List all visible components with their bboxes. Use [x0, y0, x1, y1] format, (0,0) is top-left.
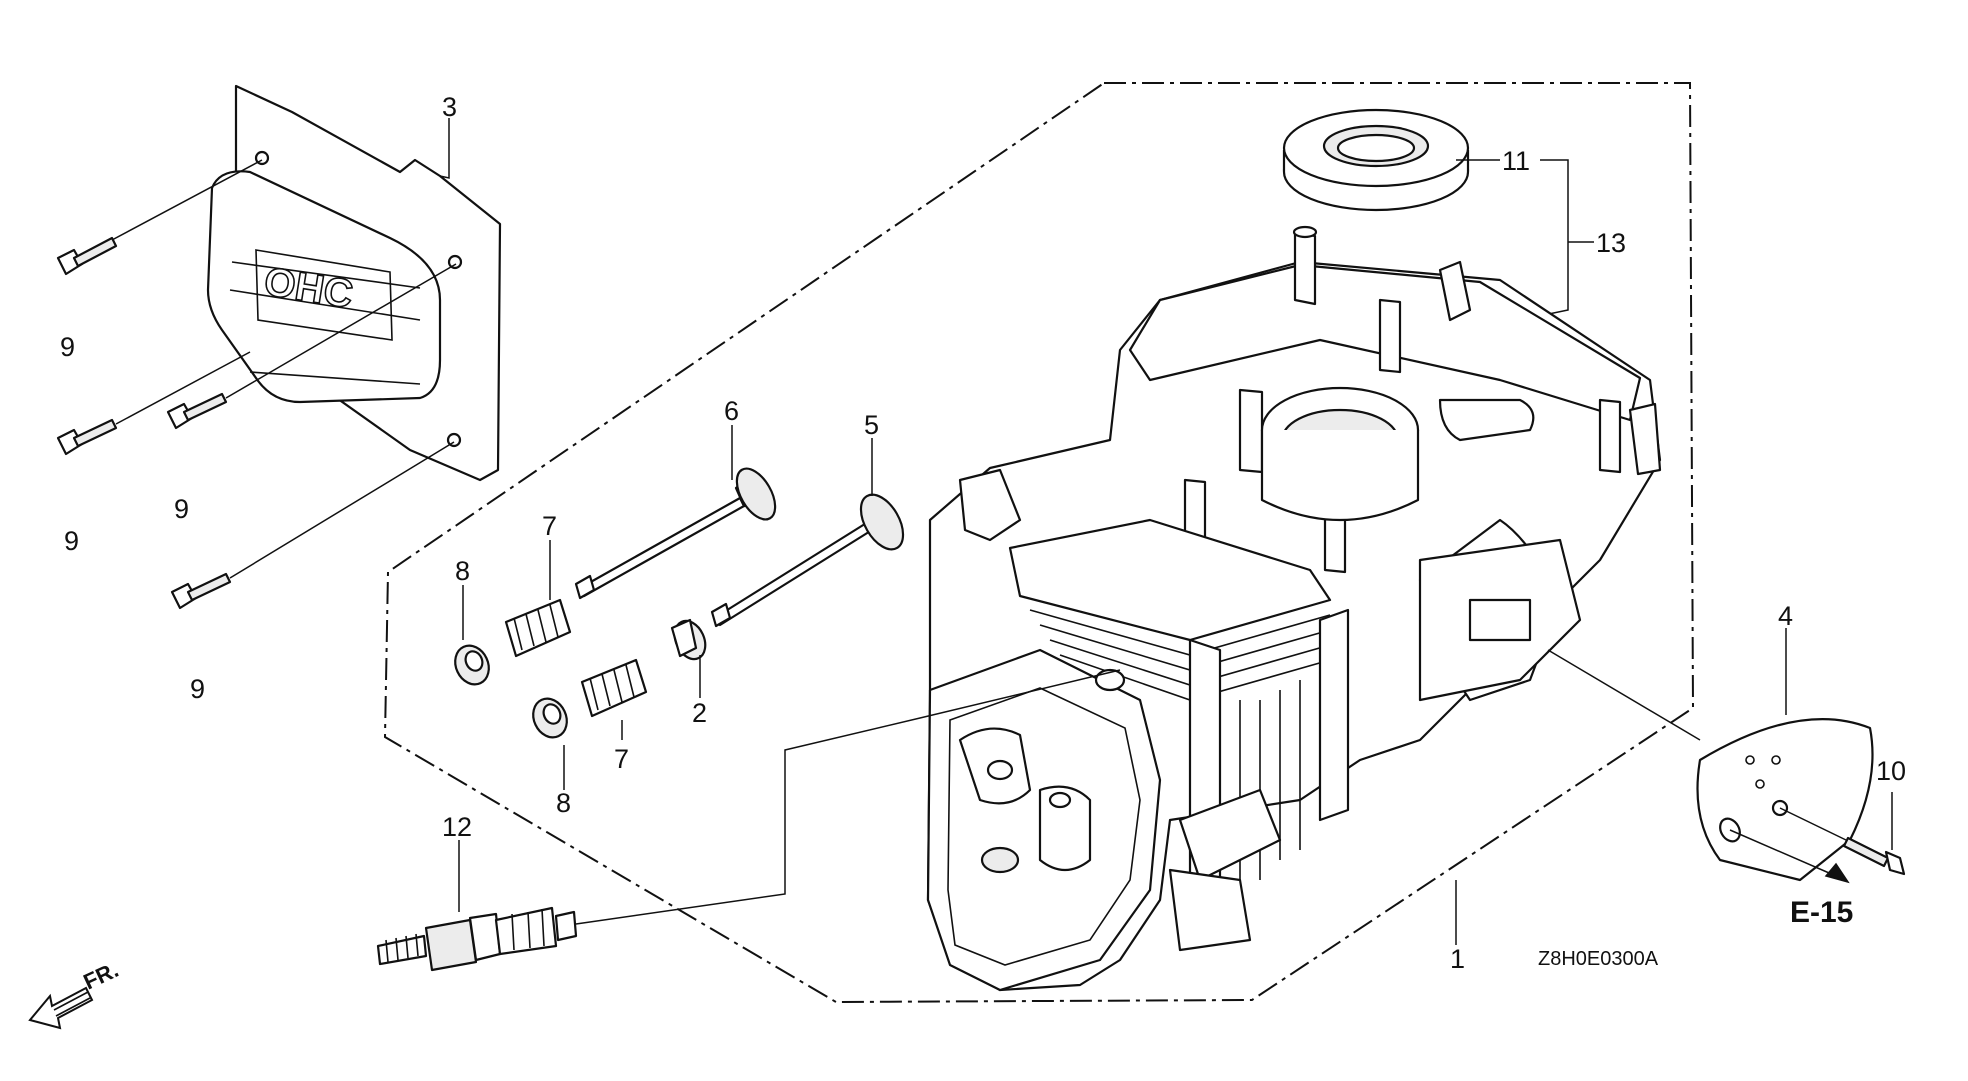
callout-label: 1 [1450, 944, 1465, 974]
callout-label: 7 [542, 511, 557, 541]
oil-seal[interactable] [1282, 108, 1470, 212]
leader-9d [229, 441, 455, 579]
assembly-boundary [383, 82, 1695, 1004]
valve-retainer-lower[interactable] [527, 693, 573, 743]
bolt-9-a[interactable] [56, 236, 118, 276]
bolt-9-c[interactable] [166, 392, 228, 430]
drawing-code: Z8H0E0300A [1538, 948, 1659, 970]
valve-stem-seal[interactable] [669, 616, 711, 664]
leader-9c [225, 263, 457, 399]
callout-label: 8 [455, 556, 470, 586]
bolt-10[interactable] [1842, 836, 1906, 876]
callout-label: 13 [1596, 228, 1626, 258]
front-direction-arrow: FR. [28, 957, 122, 1030]
section-reference[interactable]: E-15 [1790, 896, 1853, 929]
leader-10 [1779, 792, 1893, 850]
valve-spring-lower[interactable] [580, 658, 648, 718]
reference-arrow [1729, 829, 1850, 884]
leader-9b [115, 351, 251, 425]
valve-spring-upper[interactable] [504, 598, 572, 658]
leader-12 [458, 669, 1121, 925]
bolt-9-b[interactable] [56, 418, 118, 456]
callout-label: 6 [724, 396, 739, 426]
leader-3 [439, 118, 450, 179]
callout-label: 9 [60, 332, 75, 362]
callout-label: 9 [174, 494, 189, 524]
bolt-9-d[interactable] [170, 572, 232, 610]
callout-label: 11 [1502, 146, 1530, 176]
leader-9a [111, 159, 263, 241]
callout-label: 9 [190, 674, 205, 704]
callout-label: 8 [556, 788, 571, 818]
intake-valve[interactable] [710, 488, 912, 628]
callout-label: 10 [1876, 756, 1906, 786]
callout-label: 9 [64, 526, 79, 556]
cylinder-block[interactable] [926, 225, 1662, 992]
callout-label: 5 [864, 410, 879, 440]
cover-gasket[interactable] [1696, 718, 1874, 882]
leader-1-4 [1547, 649, 1701, 741]
callout-label: 2 [692, 698, 707, 728]
valve-retainer-upper[interactable] [449, 640, 495, 690]
head-cover[interactable]: OHC [206, 84, 502, 482]
spark-plug[interactable] [376, 906, 578, 972]
callout-label: 7 [614, 744, 629, 774]
exhaust-valve[interactable] [574, 462, 783, 600]
callout-label: 12 [442, 812, 472, 842]
callout-label: 4 [1778, 601, 1793, 631]
callout-label: 3 [442, 92, 457, 122]
